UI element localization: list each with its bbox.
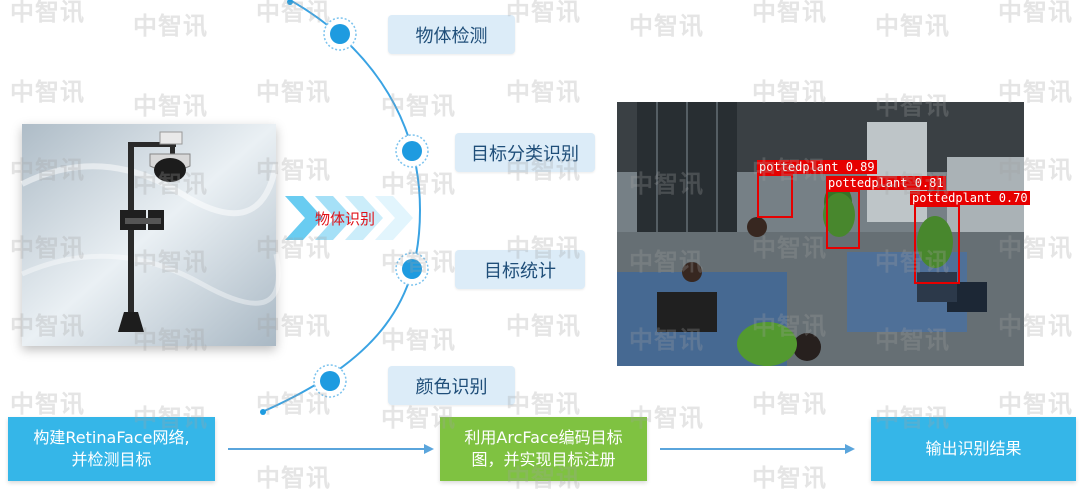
detection-label-3: pottedplant 0.70	[910, 191, 1030, 205]
step-arcface-encode-line2: 图，并实现目标注册	[471, 450, 616, 469]
chevron-arrows-icon	[285, 196, 413, 240]
curve-end-dot	[260, 409, 266, 415]
feature-color-recognition: 颜色识别	[388, 366, 515, 405]
detection-box-2	[826, 190, 860, 249]
detection-label-1: pottedplant 0.89	[757, 160, 877, 174]
curve-start-dot	[287, 0, 293, 5]
feature-object-detection-label: 物体检测	[415, 25, 488, 47]
arrow-head-1-icon	[424, 444, 434, 454]
curve-line	[261, 0, 422, 413]
feature-object-detection: 物体检测	[388, 15, 515, 54]
center-label: 物体识别	[315, 210, 376, 228]
node-dot-1	[330, 24, 350, 44]
node-dot-2	[402, 141, 422, 161]
step-arcface-encode: 利用ArcFace编码目标 图，并实现目标注册	[440, 417, 647, 481]
feature-classification-label: 目标分类识别	[471, 143, 579, 165]
step-output-result: 输出识别结果	[871, 417, 1076, 481]
step-arcface-encode-line1: 利用ArcFace编码目标	[464, 428, 623, 447]
feature-color-recognition-label: 颜色识别	[415, 376, 488, 398]
feature-statistics: 目标统计	[455, 250, 585, 289]
detection-box-3	[914, 205, 960, 284]
camera-icon	[20, 124, 281, 346]
step-build-network-line2: 并检测目标	[71, 450, 152, 469]
arrow-head-2-icon	[845, 444, 855, 454]
camera-photo	[20, 124, 281, 346]
feature-statistics-label: 目标统计	[484, 260, 556, 282]
office-scene	[617, 102, 1024, 366]
step-output-result-label: 输出识别结果	[925, 439, 1022, 458]
node-dot-3	[402, 259, 422, 279]
detection-image: pottedplant 0.89 pottedplant 0.81 potted…	[617, 102, 1030, 366]
detection-box-1	[757, 174, 793, 218]
detection-label-2: pottedplant 0.81	[826, 176, 946, 190]
step-build-network-line1: 构建RetinaFace网络,	[33, 428, 190, 447]
node-dot-4	[320, 371, 340, 391]
feature-classification: 目标分类识别	[455, 133, 595, 172]
step-build-network: 构建RetinaFace网络, 并检测目标	[8, 417, 215, 481]
